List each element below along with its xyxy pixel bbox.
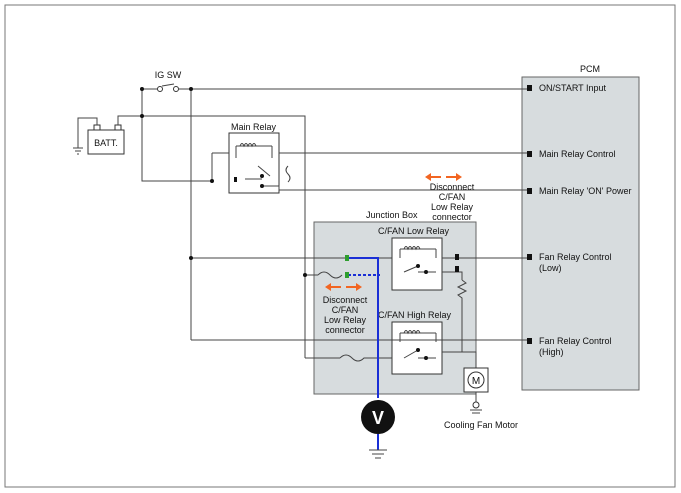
main-relay-coil	[236, 143, 272, 148]
battery-pos-terminal	[114, 124, 122, 131]
main-relay-power-wire	[262, 185, 527, 191]
battery-label: BATT.	[94, 138, 118, 148]
disconnect-left-line1: Disconnect	[323, 295, 368, 305]
high-relay-box	[391, 321, 443, 375]
low-fuse	[317, 271, 343, 279]
pcm-box	[521, 76, 640, 391]
ig-sw-contact-a	[157, 86, 163, 92]
fan-motor-ground-icon	[470, 409, 482, 414]
pcm-pin-fan-low-sub: (Low)	[539, 263, 562, 273]
battery-ground-wire	[77, 117, 98, 148]
battery-neg-terminal	[93, 124, 101, 131]
node-low-relay	[189, 256, 193, 260]
disconnect-left-line2: C/FAN	[332, 305, 359, 315]
pcm-terminal-2	[527, 151, 532, 157]
low-relay-coil-legs	[399, 249, 437, 258]
voltmeter-symbol: V	[372, 408, 384, 428]
main-relay-pin	[234, 177, 237, 182]
ig-sw-blade	[161, 83, 175, 87]
disconnect-left-line3: Low Relay	[324, 315, 367, 325]
disconnect-left-line4: connector	[325, 325, 365, 335]
pcm-pin-main-relay-control: Main Relay Control	[539, 149, 616, 159]
high-relay-dot-a	[416, 348, 420, 352]
low-relay-out-wire	[442, 271, 463, 280]
low-relay-box	[391, 237, 443, 291]
disconnect-top-line3: Low Relay	[431, 202, 474, 212]
fan-motor-label: Cooling Fan Motor	[444, 420, 518, 430]
pcm-pin-fan-high-sub: (High)	[539, 347, 564, 357]
green-connector-top	[345, 255, 349, 261]
high-relay-label: C/FAN High Relay	[378, 310, 452, 320]
main-relay-out-dot	[260, 184, 264, 188]
main-relay-label: Main Relay	[231, 122, 277, 132]
arrow-left-head-top	[425, 173, 431, 181]
pcm-pin-fan-low: Fan Relay Control	[539, 252, 612, 262]
jb-connector-pin-b	[455, 266, 459, 272]
battery-box	[87, 129, 125, 155]
high-relay-dot-b	[424, 356, 428, 360]
low-relay-dot-b	[424, 270, 428, 274]
main-relay-diode	[285, 165, 291, 183]
main-relay-in-wire	[211, 152, 229, 181]
pcm-pin-main-relay-power: Main Relay 'ON' Power	[539, 186, 631, 196]
batt-b-plus-wire	[142, 115, 306, 358]
disconnect-arrows-left	[325, 283, 362, 291]
pcm-title: PCM	[580, 64, 600, 74]
pcm-terminal-1	[527, 85, 532, 91]
low-relay-coil	[400, 246, 436, 251]
jb-connector-pin-a	[455, 254, 459, 260]
pcm-terminal-4	[527, 254, 532, 260]
disconnect-top-line1: Disconnect	[430, 182, 475, 192]
main-relay-coil-legs	[235, 146, 273, 158]
pcm-pin-on-start: ON/START Input	[539, 83, 607, 93]
ig-sw-contact-b	[173, 86, 179, 92]
main-relay-box	[228, 132, 280, 194]
disconnect-top-line4: connector	[432, 212, 472, 222]
fan-motor-symbol: M	[472, 376, 480, 387]
node-ig-out	[189, 87, 193, 91]
fan-motor-icon	[467, 371, 485, 389]
high-relay-coil	[400, 330, 436, 335]
junction-box-label: Junction Box	[366, 210, 418, 220]
pcm-terminal-3	[527, 188, 532, 194]
battery-pos-wire	[117, 115, 142, 125]
high-fuse	[339, 354, 392, 362]
main-relay-contacts	[245, 165, 271, 180]
arrow-right-head-bottom	[356, 283, 362, 291]
arrow-right-head-top	[456, 173, 462, 181]
ig-sw-label: IG SW	[155, 70, 182, 80]
pcm-pin-fan-high: Fan Relay Control	[539, 336, 612, 346]
voltmeter-ground-icon	[369, 449, 387, 459]
node-batt	[140, 114, 144, 118]
node-ig-in	[140, 87, 144, 91]
main-relay-contact-dot	[260, 174, 264, 178]
voltmeter	[361, 400, 395, 434]
low-relay-dot-a	[416, 264, 420, 268]
disconnect-top-line2: C/FAN	[439, 192, 466, 202]
probe-wire	[348, 257, 379, 398]
disconnect-arrows-top	[425, 173, 462, 181]
pcm-terminal-5	[527, 338, 532, 344]
node-low-fuse	[303, 273, 307, 277]
batt-feed-wire	[141, 89, 212, 182]
battery-ground-icon	[73, 147, 83, 155]
frame-border	[4, 4, 676, 488]
fan-motor-ground-terminal	[472, 401, 480, 409]
green-connector-bottom	[345, 272, 349, 278]
low-relay-label: C/FAN Low Relay	[378, 226, 450, 236]
arrow-left-head-bottom	[325, 283, 331, 291]
node-main-relay-feed	[210, 179, 214, 183]
